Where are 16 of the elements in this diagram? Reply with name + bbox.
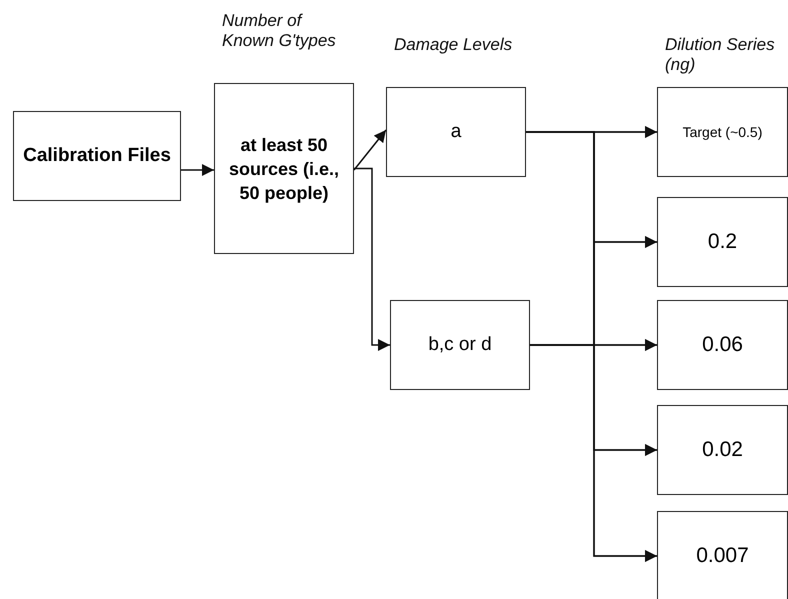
arrow xyxy=(530,344,657,562)
column-heading: Dilution Series (ng) xyxy=(665,35,776,75)
column-heading: Damage Levels xyxy=(394,35,514,55)
process-box: Target (~0.5) xyxy=(657,87,788,177)
process-box: 0.2 xyxy=(657,197,788,287)
arrow xyxy=(181,164,214,176)
process-box: 0.02 xyxy=(657,405,788,495)
arrow xyxy=(353,130,387,170)
process-box: 0.007 xyxy=(657,511,788,599)
process-box: b,c or d xyxy=(390,300,530,390)
process-box: Calibration Files xyxy=(13,111,181,201)
process-box: a xyxy=(386,87,526,177)
process-box: at least 50 sources (i.e., 50 people) xyxy=(214,83,354,254)
arrow xyxy=(354,168,390,351)
column-heading: Number of Known G'types xyxy=(222,11,337,51)
process-box: 0.06 xyxy=(657,300,788,390)
